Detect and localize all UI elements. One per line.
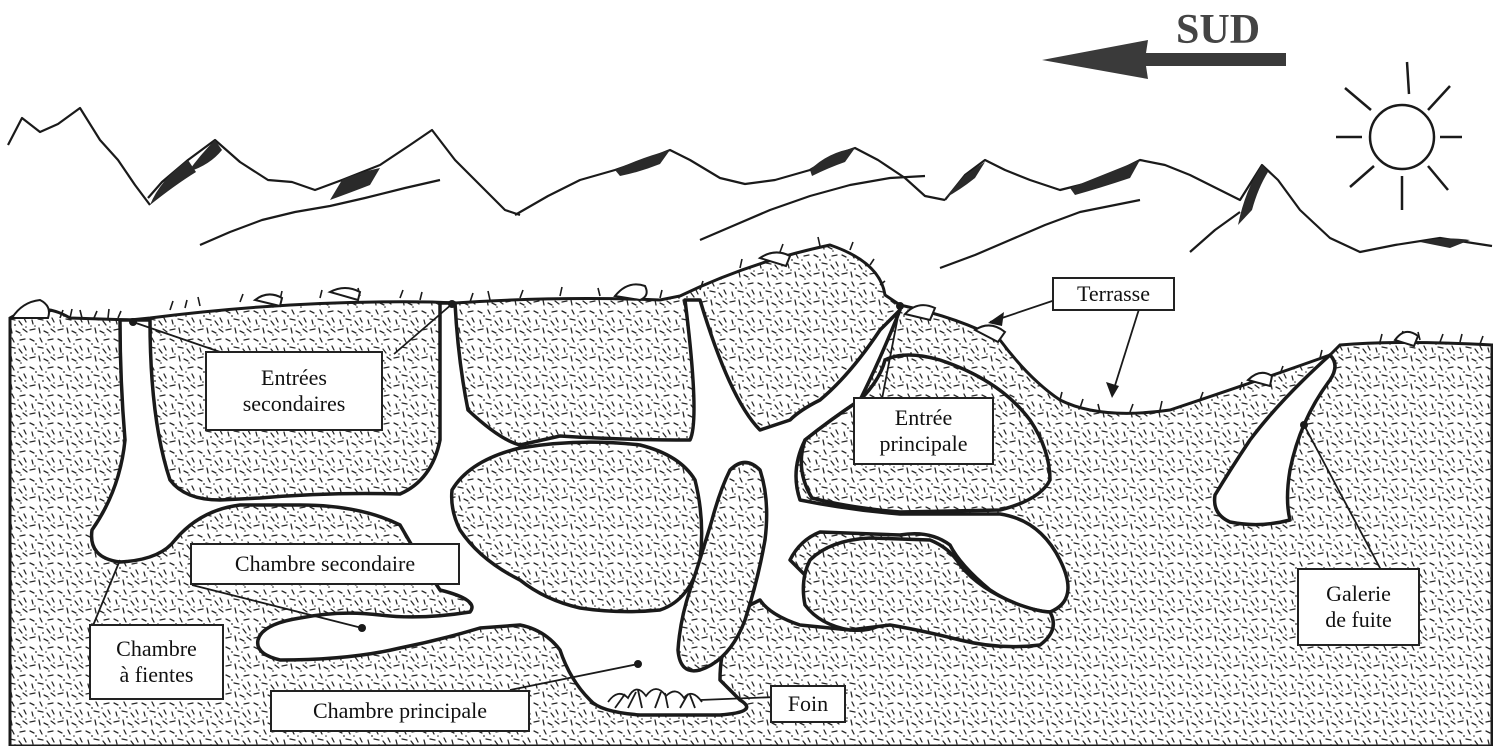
label-chambre-principale: Chambre principale bbox=[270, 690, 530, 732]
mountain-shadows bbox=[150, 140, 1470, 248]
label-entrees-secondaires-line1: Entrées bbox=[261, 365, 327, 391]
label-foin-text: Foin bbox=[788, 691, 828, 717]
label-entree-principale-line2: principale bbox=[880, 431, 968, 457]
label-chambre-a-fientes-line1: Chambre bbox=[116, 636, 197, 662]
label-galerie-de-fuite-line1: Galerie bbox=[1326, 581, 1391, 607]
label-galerie-de-fuite-line2: de fuite bbox=[1325, 607, 1392, 633]
south-label: SUD bbox=[1176, 6, 1260, 54]
label-foin: Foin bbox=[770, 685, 846, 723]
label-terrasse-text: Terrasse bbox=[1077, 281, 1150, 307]
label-chambre-a-fientes-line2: à fientes bbox=[120, 662, 194, 688]
label-entrees-secondaires: Entrées secondaires bbox=[205, 351, 383, 431]
label-entree-principale: Entrée principale bbox=[853, 397, 994, 465]
label-chambre-principale-text: Chambre principale bbox=[313, 698, 487, 724]
label-chambre-a-fientes: Chambre à fientes bbox=[89, 624, 224, 700]
label-chambre-secondaire: Chambre secondaire bbox=[190, 543, 460, 585]
sun-icon bbox=[1336, 62, 1462, 210]
label-terrasse: Terrasse bbox=[1052, 277, 1175, 311]
mountain-range bbox=[8, 108, 1492, 268]
label-galerie-de-fuite: Galerie de fuite bbox=[1297, 568, 1420, 646]
label-entree-principale-line1: Entrée bbox=[895, 405, 952, 431]
label-entrees-secondaires-line2: secondaires bbox=[243, 391, 346, 417]
label-chambre-secondaire-text: Chambre secondaire bbox=[235, 551, 415, 577]
